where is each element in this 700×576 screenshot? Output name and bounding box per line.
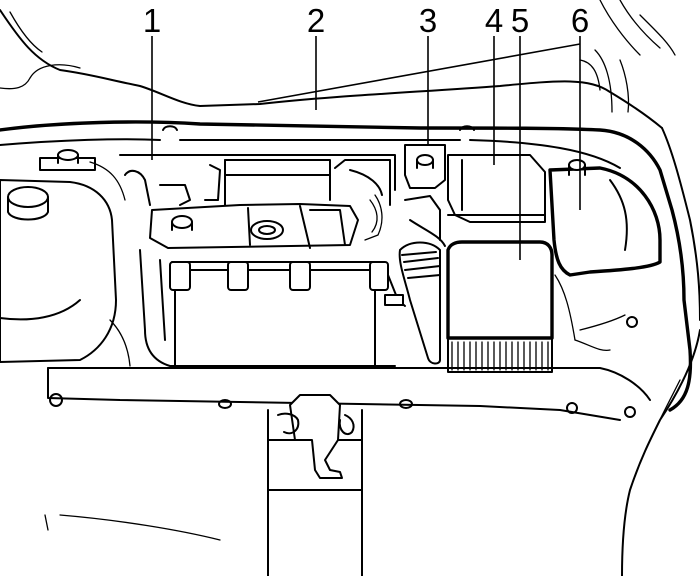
left-reservoir-cap	[39, 149, 126, 201]
front-crossmember	[47, 367, 651, 421]
windscreen-cowl	[0, 0, 676, 129]
relay-bracket	[162, 125, 475, 189]
callout-labels: 1 2 3 4 5 6	[143, 2, 589, 39]
bulkhead	[0, 120, 693, 412]
callout-1: 1	[143, 2, 161, 39]
fuse-box	[447, 154, 546, 223]
intake-manifold	[109, 249, 406, 367]
leader-2b	[257, 43, 581, 103]
washer-reservoir	[0, 179, 117, 363]
right-side-clips	[554, 274, 638, 418]
callout-3: 3	[419, 2, 437, 39]
callout-6: 6	[571, 2, 589, 39]
air-intake-hose	[398, 195, 446, 365]
callout-leaders	[151, 36, 581, 260]
coolant-reservoir	[548, 159, 662, 277]
callout-4: 4	[485, 2, 503, 39]
engine-block	[119, 154, 396, 249]
callout-5: 5	[511, 2, 529, 39]
right-fender	[621, 127, 700, 576]
bonnet-latch	[44, 394, 363, 576]
air-filter-box	[446, 240, 554, 373]
callout-2: 2	[307, 2, 325, 39]
